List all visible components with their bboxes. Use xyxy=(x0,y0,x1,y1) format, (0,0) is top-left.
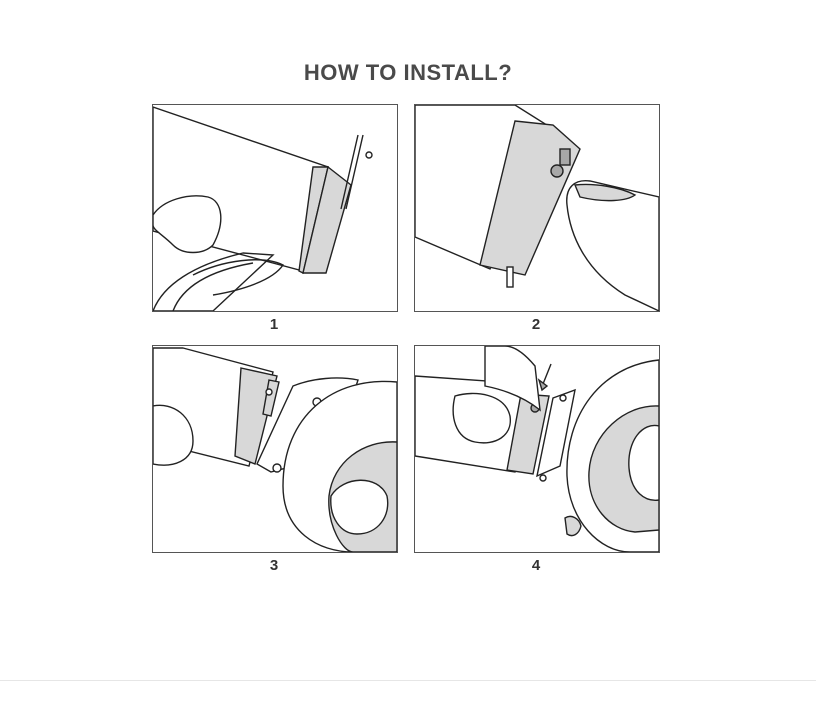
step-1-number: 1 xyxy=(269,316,279,333)
step-4-illustration xyxy=(414,345,660,553)
page-title: HOW TO INSTALL? xyxy=(303,60,513,85)
step-1-illustration xyxy=(152,104,398,312)
step-2-illustration xyxy=(414,104,660,312)
bottom-divider xyxy=(0,680,816,681)
step-2-number: 2 xyxy=(531,316,541,333)
step-3-illustration xyxy=(152,345,398,553)
step-4-number: 4 xyxy=(531,557,541,574)
step-3-number: 3 xyxy=(269,557,279,574)
